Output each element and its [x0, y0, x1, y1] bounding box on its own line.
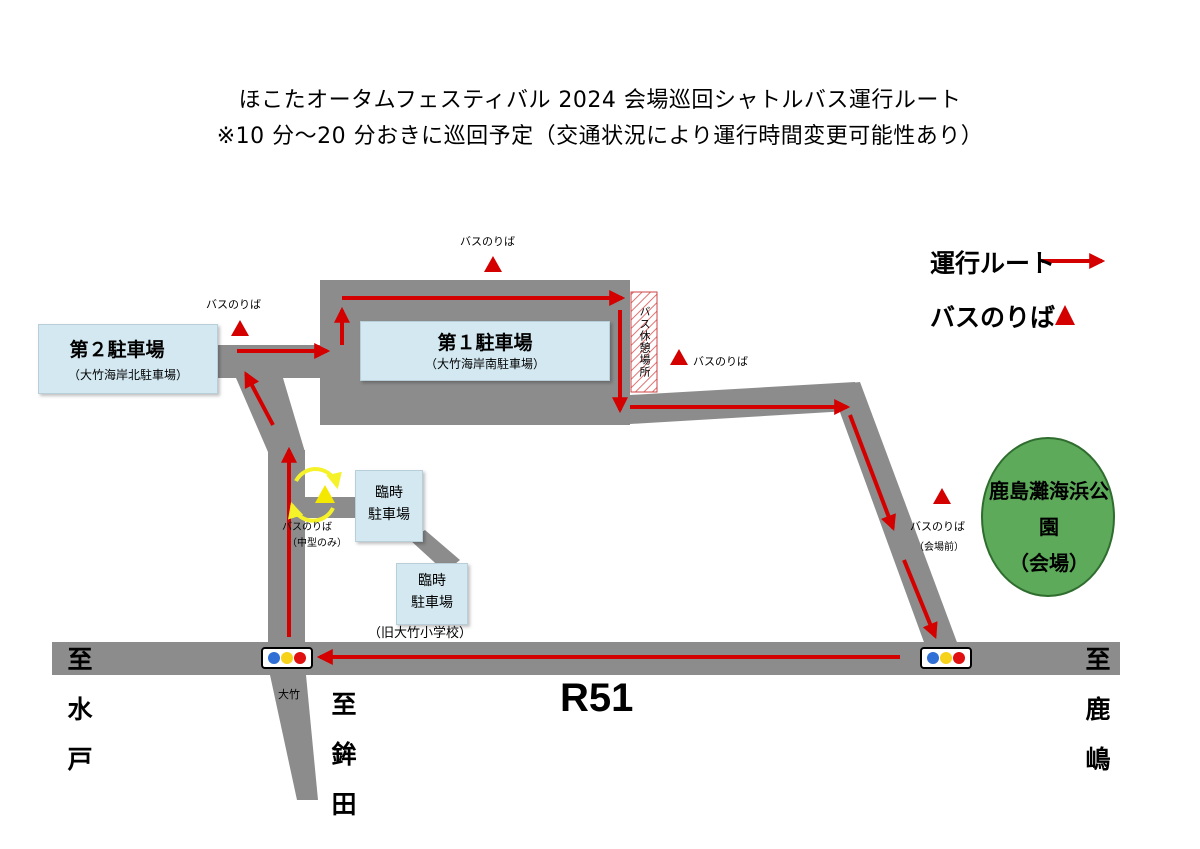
bus-stop-label-p1-right: バスのりば [693, 355, 748, 368]
bus-stop-label-venue-sub: （会場前） [914, 542, 964, 553]
venue-park-sub: （会場） [1009, 551, 1089, 575]
destination-east: 至 鹿 嶋 [1080, 635, 1116, 785]
legend-stop-label: バスのりば [930, 303, 1056, 332]
route-arrow [244, 371, 275, 426]
bus-stop-marker-mid [315, 485, 335, 503]
page-title: ほこたオータムフェスティバル 2024 会場巡回シャトルバス運行ルート [238, 88, 962, 113]
temporary-parking-2-line2: 駐車場 [411, 595, 453, 611]
route-arrows [177, 253, 1106, 665]
bus-stop-label-mid-sub: （中型のみ） [287, 538, 347, 549]
traffic-light-ootake [261, 647, 313, 669]
bus-stop-marker [484, 256, 502, 272]
vertical-road [268, 450, 305, 645]
destination-west-char: 戸 [67, 745, 93, 774]
road-name-r51: R51 [560, 676, 634, 720]
intersection-label: 大竹 [278, 688, 300, 701]
destination-west-char: 水 [67, 695, 93, 724]
bus-stop-marker [933, 488, 951, 504]
route-arrow [902, 559, 938, 639]
access-road-east [630, 382, 865, 424]
temporary-parking-1-line2: 駐車場 [368, 507, 410, 523]
temporary-parking-1: 臨時 駐車場 [355, 470, 423, 542]
bus-stop-marker [231, 320, 249, 336]
parking-lot-2: 第２駐車場 （大竹海岸北駐車場） [38, 324, 218, 394]
bus-stop-marker [670, 349, 688, 365]
destination-east-char: 嶋 [1085, 745, 1111, 774]
parking-lot-1: 第１駐車場 （大竹海岸南駐車場） [360, 321, 610, 381]
bus-stop-label-venue: バスのりば [910, 520, 965, 533]
destination-east-char: 至 [1085, 645, 1111, 674]
legend-stop-marker [1055, 305, 1075, 325]
bus-rest-area [630, 291, 658, 393]
parking-lot-2-sub: （大竹海岸北駐車場） [67, 368, 188, 382]
bus-stop-label-top: バスのりば [460, 235, 515, 248]
south-road [270, 675, 318, 800]
destination-west-char: 至 [67, 645, 93, 674]
bus-stop-markers [231, 256, 1075, 504]
page-subtitle: ※10 分～20 分おきに巡回予定（交通状況により運行時間変更可能性あり） [216, 124, 984, 149]
temporary-parking-2: 臨時 駐車場 [396, 563, 468, 625]
destination-south-char: 田 [331, 790, 357, 819]
temporary-parking-2-sub: （旧大竹小学校） [368, 626, 473, 641]
parking-lot-1-sub: （大竹海岸南駐車場） [424, 357, 545, 371]
east-diagonal-road [830, 382, 958, 645]
temporary-parking-2-line1: 臨時 [418, 573, 446, 589]
venue-park-name: 鹿島灘海浜公園 [989, 479, 1109, 539]
legend-route-label: 運行ルート [930, 249, 1056, 278]
destination-south-char: 至 [331, 690, 357, 719]
bus-stop-label-p2: バスのりば [206, 298, 261, 311]
destination-south: 至 鉾 田 [326, 680, 362, 830]
destination-south-char: 鉾 [331, 740, 357, 769]
parking-lot-1-name: 第１駐車場 [437, 332, 533, 354]
venue-park-label: 鹿島灘海浜公園 （会場） [985, 473, 1113, 581]
destination-east-char: 鹿 [1085, 695, 1111, 724]
destination-west: 至 水 戸 [62, 635, 98, 785]
rest-area-label: バス休憩場所 [638, 306, 651, 378]
temporary-parking-1-line1: 臨時 [375, 485, 403, 501]
venue-park-shape [981, 437, 1115, 597]
route-arrow [848, 414, 896, 531]
traffic-light-east [920, 647, 972, 669]
bus-stop-label-mid: バスのりば [282, 522, 332, 533]
turnaround-loop [288, 467, 342, 523]
parking-lot-2-name: 第２駐車場 [69, 339, 165, 361]
